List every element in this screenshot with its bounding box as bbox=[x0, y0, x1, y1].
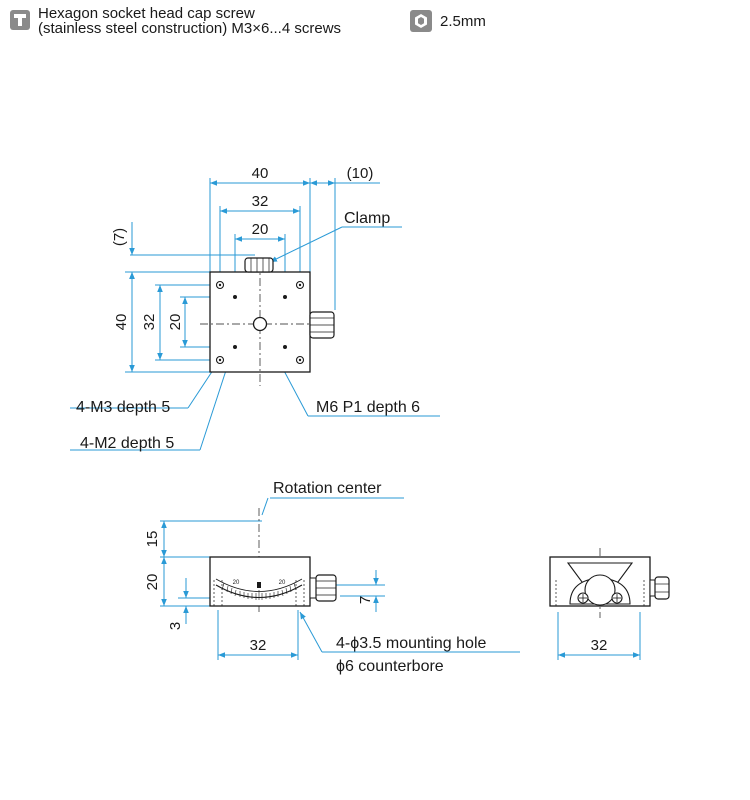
dim-front-32: 32 bbox=[591, 637, 608, 654]
front-view: 32 bbox=[549, 548, 670, 660]
screw-info: Hexagon socket head cap screw (stainless… bbox=[10, 6, 341, 36]
label-rotation-center: Rotation center bbox=[273, 480, 382, 497]
dim-3: 3 bbox=[167, 622, 184, 630]
dim-clamp-offset-10: (10) bbox=[347, 165, 374, 182]
hex-key-info: 2.5mm bbox=[410, 10, 486, 32]
hex-key-size: 2.5mm bbox=[440, 12, 486, 30]
side-view: 20 20 Rotation center 15 20 3 7 32 4-ϕ3.… bbox=[144, 480, 520, 675]
dim-height-32: 32 bbox=[141, 314, 158, 331]
screw-description: Hexagon socket head cap screw (stainless… bbox=[38, 6, 341, 36]
dim-side-32: 32 bbox=[250, 637, 267, 654]
scale-left-20: 20 bbox=[233, 580, 240, 586]
screw-icon bbox=[10, 10, 30, 30]
top-view: 40 (10) 32 20 (7) 40 32 20 Clamp 4-M3 de… bbox=[70, 165, 440, 452]
dim-left-offset-7: (7) bbox=[111, 228, 128, 246]
dim-width-32: 32 bbox=[252, 193, 269, 210]
dim-height-40: 40 bbox=[113, 314, 130, 331]
label-mounting-hole: 4-ϕ3.5 mounting hole bbox=[336, 635, 486, 652]
label-counterbore: ϕ6 counterbore bbox=[336, 658, 444, 675]
dim-width-20: 20 bbox=[252, 221, 269, 238]
dim-width-40: 40 bbox=[252, 165, 269, 182]
dim-15: 15 bbox=[144, 531, 161, 548]
screw-line-1: Hexagon socket head cap screw bbox=[38, 5, 255, 22]
scale-right-20: 20 bbox=[279, 580, 286, 586]
label-m6-hole: M6 P1 depth 6 bbox=[316, 399, 420, 416]
label-m2-holes: 4-M2 depth 5 bbox=[80, 435, 174, 452]
label-m3-holes: 4-M3 depth 5 bbox=[76, 399, 170, 416]
screw-line-2: (stainless steel construction) M3×6...4 … bbox=[38, 20, 342, 37]
dim-7: 7 bbox=[357, 596, 374, 604]
label-clamp: Clamp bbox=[344, 210, 390, 227]
dim-20: 20 bbox=[144, 574, 161, 591]
dim-height-20: 20 bbox=[167, 314, 184, 331]
hex-key-icon bbox=[410, 10, 432, 32]
